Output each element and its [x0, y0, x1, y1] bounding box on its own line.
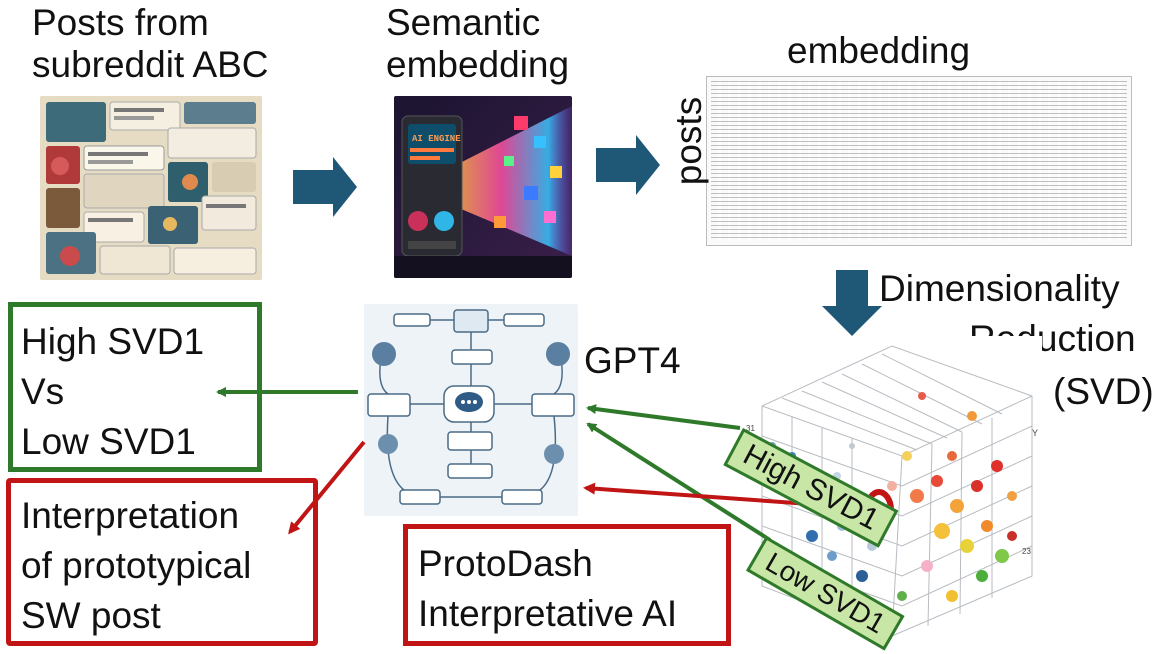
collage-art [40, 96, 262, 280]
gpt4-flowchart [364, 304, 578, 516]
embedding-matrix-title: embedding [787, 30, 971, 71]
matrix-texture [711, 81, 1127, 241]
semantic-title-line1: Semantic [386, 2, 541, 43]
dim-reduction-line1: Dimensionality [879, 268, 1120, 309]
semantic-embedding-title: Semantic embedding [386, 2, 569, 86]
posts-title-line1: Posts from [32, 2, 209, 43]
ai-engine-badge: AI ENGINE [412, 134, 461, 144]
subreddit-posts-collage [40, 96, 262, 280]
interpretation-box: Interpretation of prototypical SW post [6, 478, 318, 646]
high-vs-low-box: High SVD1 Vs Low SVD1 [8, 302, 262, 472]
protodash-line1: ProtoDash [418, 543, 593, 584]
ai-engine-illustration: AI ENGINE [394, 96, 572, 278]
arrow-right-1 [293, 157, 357, 217]
interpretation-line3: SW post [21, 595, 161, 636]
embedding-matrix [706, 76, 1132, 246]
interpretation-line2: of prototypical [21, 545, 252, 586]
low-svd1-text: Low SVD1 [21, 421, 196, 462]
ai-engine-art [394, 96, 572, 278]
svg-text:Y: Y [1032, 428, 1038, 438]
svg-text:23: 23 [1022, 547, 1031, 556]
semantic-title-line2: embedding [386, 44, 570, 85]
dim-reduction-line3: (SVD) [1053, 371, 1154, 412]
arrow-down [822, 270, 882, 336]
protodash-box: ProtoDash Interpretative AI [403, 524, 731, 646]
arrow-high-to-gpt4 [586, 404, 741, 430]
posts-title: Posts from subreddit ABC [32, 2, 269, 86]
interpretation-line1: Interpretation [21, 495, 240, 536]
high-svd1-text: High SVD1 [21, 321, 205, 362]
posts-axis-label: posts [668, 96, 709, 186]
gpt4-label: GPT4 [584, 340, 681, 381]
flowchart-art [364, 304, 578, 516]
posts-title-line2: subreddit ABC [32, 44, 269, 85]
vs-text: Vs [21, 371, 65, 412]
arrow-right-2 [596, 135, 660, 195]
protodash-line2: Interpretative AI [418, 593, 678, 634]
